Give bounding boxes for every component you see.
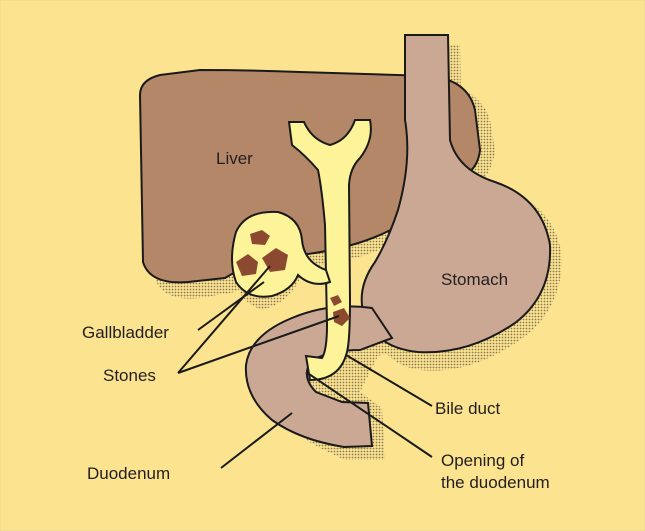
label-stones: Stones	[103, 366, 156, 385]
label-stomach: Stomach	[441, 270, 508, 289]
label-gallbladder: Gallbladder	[82, 323, 169, 342]
label-liver: Liver	[216, 149, 253, 168]
label-bile-duct: Bile duct	[435, 399, 500, 418]
label-opening-line2: the duodenum	[441, 473, 550, 492]
label-duodenum: Duodenum	[87, 464, 170, 483]
label-opening-line1: Opening of	[441, 451, 524, 470]
